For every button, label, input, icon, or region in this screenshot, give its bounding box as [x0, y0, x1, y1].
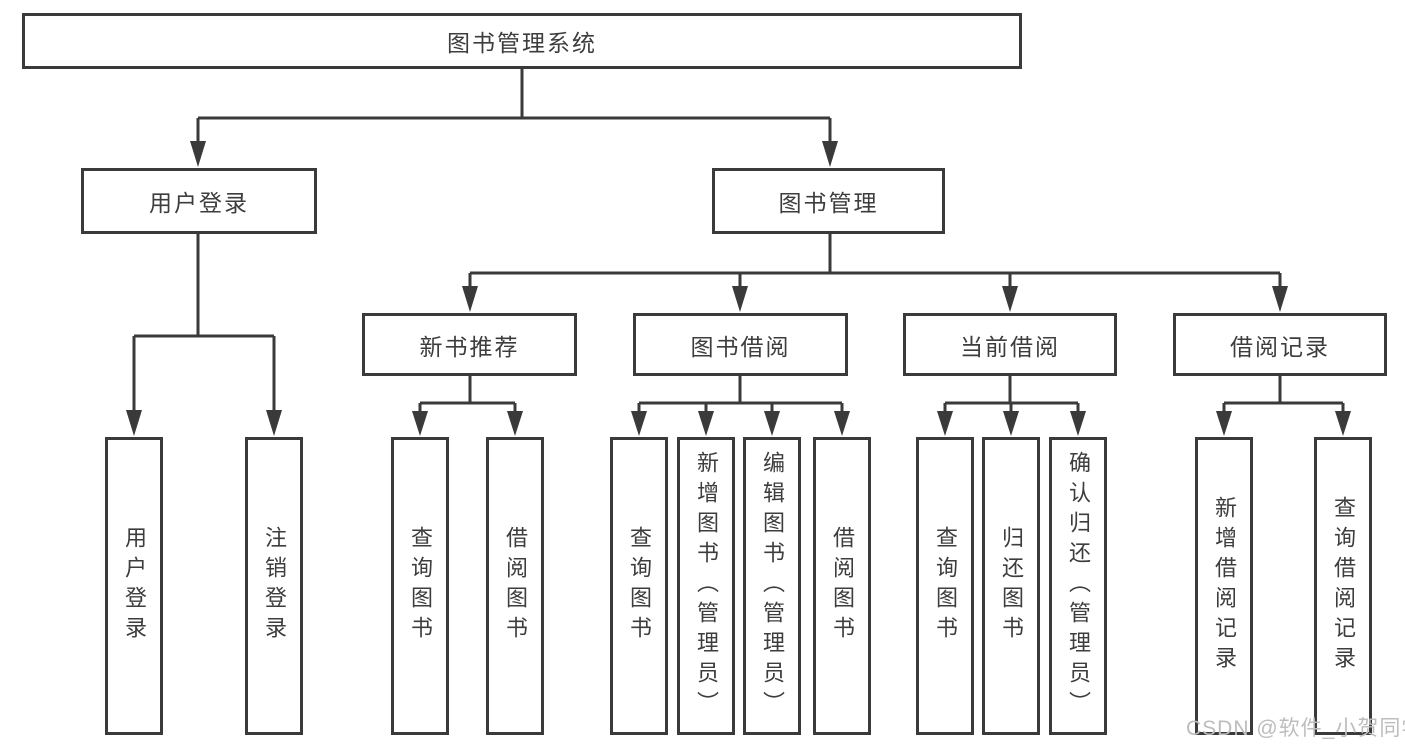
leaf-confirm-return-admin-label: 确认归还（管理员）	[1066, 451, 1091, 721]
node-root-label: 图书管理系统	[447, 30, 597, 56]
leaf-user-login: 用户登录	[105, 437, 163, 735]
node-root: 图书管理系统	[22, 13, 1022, 69]
node-current-borrowing: 当前借阅	[903, 313, 1117, 376]
node-book-management: 图书管理	[712, 168, 945, 234]
node-borrow-records-label: 借阅记录	[1230, 333, 1330, 360]
leaf-query-books-borrowing-label: 查询图书	[627, 526, 652, 646]
leaf-logout-label: 注销登录	[262, 526, 287, 646]
leaf-query-books-recommend-label: 查询图书	[408, 526, 433, 646]
node-new-book-recommend-label: 新书推荐	[419, 333, 520, 360]
leaf-logout: 注销登录	[245, 437, 303, 735]
leaf-borrow-books-recommend: 借阅图书	[486, 437, 544, 735]
node-book-borrowing-label: 图书借阅	[690, 333, 791, 360]
node-book-management-label: 图书管理	[778, 190, 879, 216]
leaf-add-book-admin-label: 新增图书（管理员）	[694, 451, 719, 721]
leaf-query-books-recommend: 查询图书	[391, 437, 449, 735]
leaf-return-book: 归还图书	[982, 437, 1040, 735]
leaf-return-book-label: 归还图书	[999, 526, 1024, 646]
leaf-query-books-borrowing: 查询图书	[610, 437, 668, 735]
leaf-borrow-books-label: 借阅图书	[830, 526, 855, 646]
leaf-query-borrow-record: 查询借阅记录	[1314, 437, 1372, 735]
leaf-user-login-label: 用户登录	[122, 526, 147, 646]
node-borrow-records: 借阅记录	[1173, 313, 1387, 376]
leaf-add-borrow-record: 新增借阅记录	[1195, 437, 1253, 735]
leaf-confirm-return-admin: 确认归还（管理员）	[1049, 437, 1107, 735]
leaf-borrow-books: 借阅图书	[813, 437, 871, 735]
node-user-login-label: 用户登录	[149, 190, 249, 216]
leaf-query-books-current: 查询图书	[916, 437, 974, 735]
csdn-watermark: CSDN @软件_小贺同学	[1186, 717, 1405, 740]
node-book-borrowing: 图书借阅	[633, 313, 848, 376]
leaf-add-borrow-record-label: 新增借阅记录	[1212, 496, 1237, 676]
leaf-edit-book-admin: 编辑图书（管理员）	[743, 437, 801, 735]
leaf-edit-book-admin-label: 编辑图书（管理员）	[760, 451, 785, 721]
leaf-query-books-current-label: 查询图书	[933, 526, 958, 646]
node-user-login: 用户登录	[81, 168, 317, 234]
node-new-book-recommend: 新书推荐	[362, 313, 577, 376]
node-current-borrowing-label: 当前借阅	[960, 333, 1060, 360]
leaf-add-book-admin: 新增图书（管理员）	[677, 437, 735, 735]
leaf-borrow-books-recommend-label: 借阅图书	[503, 526, 528, 646]
leaf-query-borrow-record-label: 查询借阅记录	[1331, 496, 1356, 676]
